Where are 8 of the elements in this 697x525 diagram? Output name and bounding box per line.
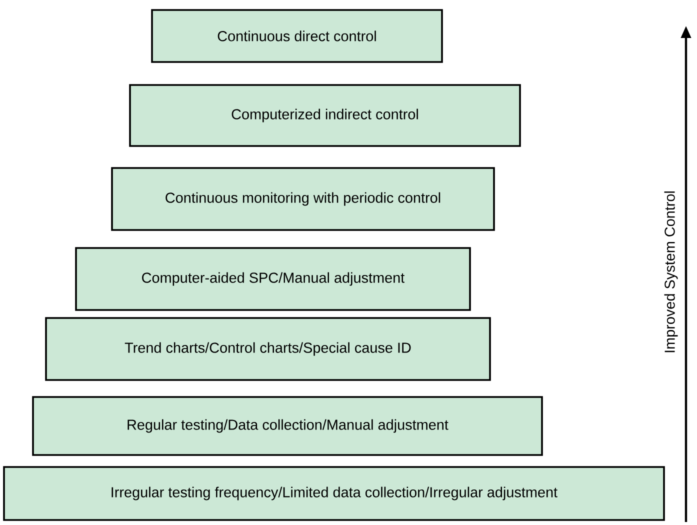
level-box: Continuous direct control xyxy=(151,9,443,63)
level-box: Trend charts/Control charts/Special cause ID xyxy=(45,317,491,381)
axis-label: Improved System Control xyxy=(664,191,678,352)
level-box: Continuous monitoring with periodic control xyxy=(111,167,495,231)
level-box: Computer-aided SPC/Manual adjustment xyxy=(75,247,471,311)
level-box: Computerized indirect control xyxy=(129,84,521,147)
level-box: Regular testing/Data collection/Manual adjustment xyxy=(32,396,543,456)
level-box: Irregular testing frequency/Limited data collection/Irregular adjustment xyxy=(3,466,665,521)
